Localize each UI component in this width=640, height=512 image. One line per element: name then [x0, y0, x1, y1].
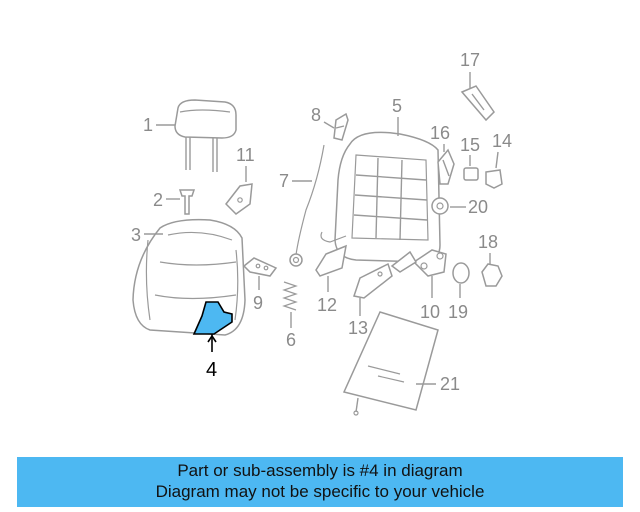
- part-11: [225, 183, 253, 215]
- part-bracket-10: [412, 249, 447, 277]
- part-clip: [333, 112, 349, 141]
- part-knob-18: [481, 263, 503, 287]
- part-16: [437, 148, 455, 185]
- info-banner: Part or sub-assembly is #4 in diagram Di…: [17, 457, 623, 507]
- label-8: 8: [311, 105, 321, 125]
- label-15: 15: [460, 135, 480, 155]
- part-15: [463, 167, 479, 181]
- part-gear-20: [431, 197, 449, 215]
- label-2: 2: [153, 190, 163, 210]
- part-headrest: [174, 99, 237, 172]
- label-21: 21: [440, 374, 460, 394]
- label-6: 6: [286, 330, 296, 350]
- part-cap-19: [452, 262, 470, 284]
- part-4-highlighted: [192, 301, 233, 335]
- part-9: [242, 257, 278, 277]
- part-frame: [320, 131, 441, 263]
- part-panel-21: [342, 311, 439, 416]
- banner-line-1: Part or sub-assembly is #4 in diagram: [177, 461, 463, 480]
- label-11: 11: [236, 145, 255, 165]
- label-14: 14: [492, 131, 512, 151]
- label-12: 12: [317, 295, 337, 315]
- label-7: 7: [279, 171, 289, 191]
- part-12: [315, 244, 347, 277]
- label-18: 18: [478, 232, 498, 252]
- part-14: [485, 169, 503, 189]
- part-guide: [178, 189, 196, 215]
- part-13: [353, 250, 418, 299]
- label-9: 9: [253, 293, 263, 313]
- label-10: 10: [420, 302, 440, 322]
- label-20: 20: [468, 197, 488, 217]
- label-13: 13: [348, 318, 368, 338]
- label-16: 16: [430, 123, 450, 143]
- label-1: 1: [143, 115, 153, 135]
- part-spring: [282, 281, 298, 311]
- label-5: 5: [392, 96, 402, 116]
- label-3: 3: [131, 225, 141, 245]
- label-17: 17: [460, 50, 480, 70]
- label-19: 19: [448, 302, 468, 322]
- part-17: [460, 85, 495, 122]
- label-4: 4: [206, 359, 217, 381]
- part-cable: [289, 144, 325, 267]
- banner-line-2: Diagram may not be specific to your vehi…: [155, 482, 485, 501]
